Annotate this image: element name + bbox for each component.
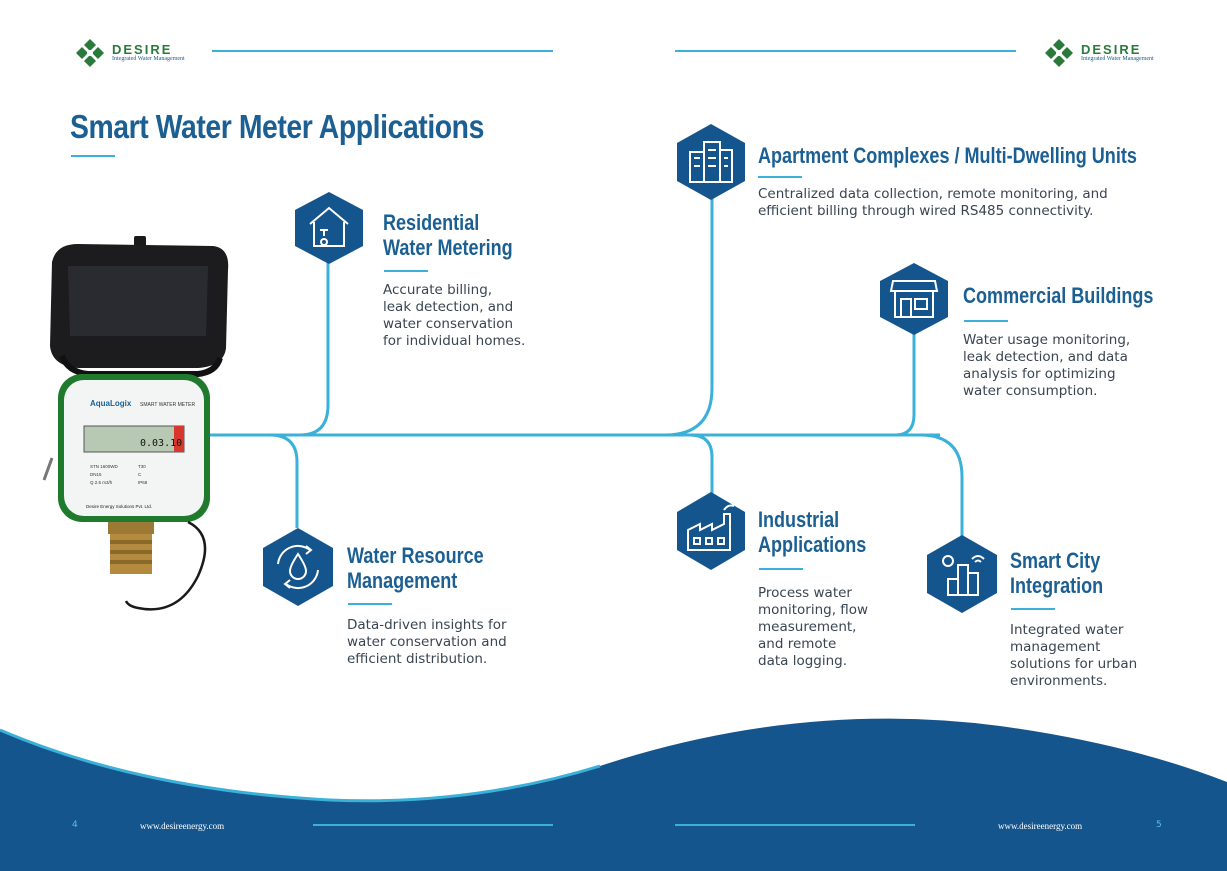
smart-city-icon	[942, 555, 985, 596]
header-rule-right	[675, 50, 1016, 52]
brand-logo-left: DESIRE Integrated Water Management	[74, 37, 185, 69]
title-underline	[71, 155, 115, 157]
residential-title-line1: Residential	[383, 210, 480, 235]
water-resource-hex-badge	[263, 528, 333, 606]
footer-wave	[0, 718, 1227, 871]
footer-rule-right	[675, 824, 915, 826]
commercial-description: Water usage monitoring, leak detection, …	[963, 332, 1131, 399]
svg-text:DN15: DN15	[90, 472, 102, 477]
residential-title-line2: Water Metering	[383, 235, 513, 260]
smart-city-hex-badge	[927, 535, 997, 613]
brand-name: DESIRE	[1081, 42, 1142, 57]
meter-maker: Desire Energy Solutions Pvt. Ltd.	[86, 504, 152, 509]
water-cycle-icon	[277, 544, 319, 590]
apartment-underline	[758, 176, 802, 178]
smart-water-meter-image: AquaLogix SMART WATER METER 0.03.10 STN …	[42, 236, 229, 611]
commercial-hex-badge	[880, 263, 948, 335]
brand-logo-right: DESIRE Integrated Water Management	[1043, 37, 1154, 69]
industrial-title-line2: Applications	[758, 532, 867, 557]
svg-text:T30: T30	[138, 464, 146, 469]
residential-underline	[384, 270, 428, 272]
page-title: Smart Water Meter Applications	[70, 108, 484, 145]
footer-url-left[interactable]: www.desireenergy.com	[140, 821, 225, 831]
smart-city-underline	[1011, 608, 1055, 610]
residential-description: Accurate billing, leak detection, and wa…	[383, 282, 526, 349]
apartment-title: Apartment Complexes / Multi-Dwelling Uni…	[758, 143, 1137, 168]
residential-hex-badge	[295, 192, 363, 264]
footer-rule-left	[313, 824, 553, 826]
meter-label: SMART WATER METER	[140, 402, 195, 408]
brand-tagline: Integrated Water Management	[112, 56, 185, 62]
storefront-icon	[889, 280, 939, 318]
water-resource-description: Data-driven insights for water conservat…	[347, 617, 507, 667]
apartment-hex-badge	[677, 124, 745, 200]
svg-text:C: C	[138, 472, 142, 477]
svg-text:IP68: IP68	[138, 480, 148, 485]
commercial-title: Commercial Buildings	[963, 283, 1154, 308]
smart-city-title-line1: Smart City	[1010, 548, 1101, 573]
water-resource-title-line2: Management	[347, 568, 458, 593]
brand-tagline: Integrated Water Management	[1081, 56, 1154, 62]
water-resource-title-line1: Water Resource	[347, 543, 484, 568]
svg-text:Q 2.5 m3/h: Q 2.5 m3/h	[90, 480, 113, 485]
page-number-left: 4	[72, 820, 78, 830]
factory-icon	[687, 504, 735, 551]
page-number-right: 5	[1156, 820, 1162, 830]
water-resource-underline	[348, 603, 392, 605]
brand-name: DESIRE	[112, 42, 173, 57]
desire-logo-icon	[1045, 39, 1073, 67]
industrial-hex-badge	[677, 492, 745, 570]
commercial-underline	[964, 320, 1008, 322]
house-tap-icon	[309, 206, 349, 247]
apartment-description: Centralized data collection, remote moni…	[758, 186, 1108, 219]
buildings-icon	[689, 141, 733, 183]
header-rule-left	[212, 50, 553, 52]
desire-logo-icon	[76, 39, 104, 67]
smart-city-description: Integrated water management solutions fo…	[1010, 622, 1138, 689]
footer-url-right[interactable]: www.desireenergy.com	[998, 821, 1083, 831]
industrial-title-line1: Industrial	[758, 507, 840, 532]
industrial-underline	[759, 568, 803, 570]
meter-reading: 0.03.10	[140, 438, 182, 449]
smart-city-title-line2: Integration	[1010, 573, 1104, 598]
svg-text:STN 1600WD: STN 1600WD	[90, 464, 119, 469]
meter-brand-logo: AquaLogix	[90, 399, 132, 408]
industrial-description: Process water monitoring, flow measureme…	[758, 585, 869, 669]
